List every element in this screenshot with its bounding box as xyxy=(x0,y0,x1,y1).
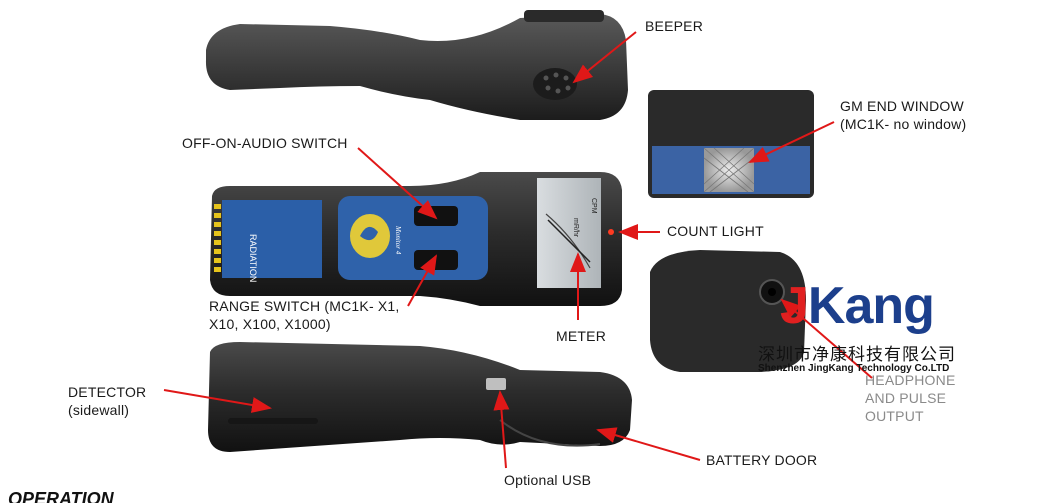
label-range-switch-values: X10, X100, X1000) xyxy=(209,316,331,332)
watermark-logo-rest: Kang xyxy=(807,277,935,335)
label-count-light: COUNT LIGHT xyxy=(667,223,764,239)
label-gm-end-window: GM END WINDOW xyxy=(840,98,964,114)
arrow-detector xyxy=(163,389,272,413)
label-meter: METER xyxy=(556,328,606,344)
section-heading: OPERATION xyxy=(8,489,114,503)
label-optional-usb: Optional USB xyxy=(504,472,592,488)
arrow-headphone xyxy=(780,298,873,379)
gm-window-detail xyxy=(648,90,814,198)
device-front-view: RADIATION Monitor 4 CPM mR/hr xyxy=(210,172,622,306)
meter-cpm-text: CPM xyxy=(590,198,597,214)
watermark-logo-j: J xyxy=(780,277,809,335)
device-bottom-view xyxy=(208,342,632,452)
label-range-switch: RANGE SWITCH (MC1K- X1, xyxy=(209,298,400,314)
arrow-battery-door xyxy=(596,427,701,461)
arrow-range-switch xyxy=(407,254,437,307)
label-battery-door: BATTERY DOOR xyxy=(706,452,818,468)
arrow-usb xyxy=(493,390,510,469)
watermark-logo: JKang xyxy=(780,276,935,336)
arrow-gm-window xyxy=(748,121,835,163)
label-output: OUTPUT xyxy=(865,408,924,424)
label-off-on-audio-switch: OFF-ON-AUDIO SWITCH xyxy=(182,135,348,151)
device-model-text: Monitor 4 xyxy=(394,225,402,255)
arrow-beeper xyxy=(572,31,637,84)
callout-arrows xyxy=(163,31,873,469)
meter-mrhr-text: mR/hr xyxy=(572,218,579,238)
device-side-view xyxy=(205,10,628,120)
arrow-off-on-audio xyxy=(357,147,438,220)
label-gm-end-window-note: (MC1K- no window) xyxy=(840,116,967,132)
label-beeper: BEEPER xyxy=(645,18,703,34)
label-detector-note: (sidewall) xyxy=(68,402,130,418)
watermark-chinese-name: 深圳市净康科技有限公司 xyxy=(758,345,956,365)
label-pulse: AND PULSE xyxy=(865,390,947,406)
watermark-english-name: Shenzhen JingKang Technology Co.LTD xyxy=(758,363,950,374)
headphone-port-detail xyxy=(650,250,806,372)
label-detector: DETECTOR xyxy=(68,384,147,400)
label-headphone: HEADPHONE xyxy=(865,372,956,388)
device-brand-text: RADIATION xyxy=(248,234,258,282)
